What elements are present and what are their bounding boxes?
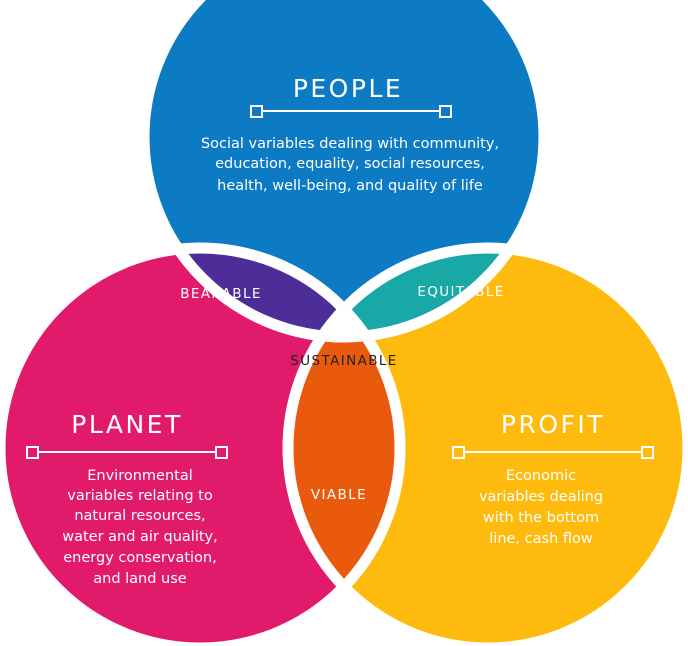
people-description-line-2: education, equality, social resources, (215, 156, 485, 172)
planet-circle-outline (0, 242, 406, 646)
planet-title-underline (26, 446, 228, 459)
bearable-label: BEARABLE (180, 286, 262, 302)
planet-description-line-5: energy conservation, (63, 550, 216, 566)
profit-description-line-2: variables dealing (479, 489, 603, 505)
profit-description-line-1: Economic (506, 468, 576, 484)
planet-description-line-1: Environmental (87, 468, 193, 484)
planet-description-line-6: and land use (93, 571, 187, 587)
profit-description-line-3: with the bottom (483, 510, 599, 526)
profit-circle-outline (282, 242, 688, 646)
profit-circle (288, 248, 688, 646)
planet-circle (0, 248, 400, 646)
people-circle-outline (138, 0, 550, 343)
people-group: PEOPLE Social variables dealing with com… (201, 74, 499, 194)
planet-title: PLANET (71, 410, 182, 439)
viable-label: VIABLE (311, 487, 367, 503)
sustainable-label: SUSTAINABLE (290, 353, 397, 369)
profit-group: PROFIT Economic variables dealing with t… (452, 410, 654, 547)
people-description-line-3: health, well-being, and quality of life (217, 178, 483, 194)
equitable-label: EQUITABLE (417, 284, 504, 300)
profit-title-underline (452, 446, 654, 459)
planet-group: PLANET Environmental variables relating … (26, 410, 228, 587)
planet-description-line-4: water and air quality, (62, 529, 218, 545)
profit-title: PROFIT (501, 410, 605, 439)
people-title-underline (250, 105, 452, 118)
profit-description-line-4: line, cash flow (489, 531, 593, 547)
people-title: PEOPLE (293, 74, 403, 103)
planet-description-line-2: variables relating to (67, 488, 213, 504)
planet-description-line-3: natural resources, (74, 508, 205, 524)
people-description-line-1: Social variables dealing with community, (201, 136, 499, 152)
